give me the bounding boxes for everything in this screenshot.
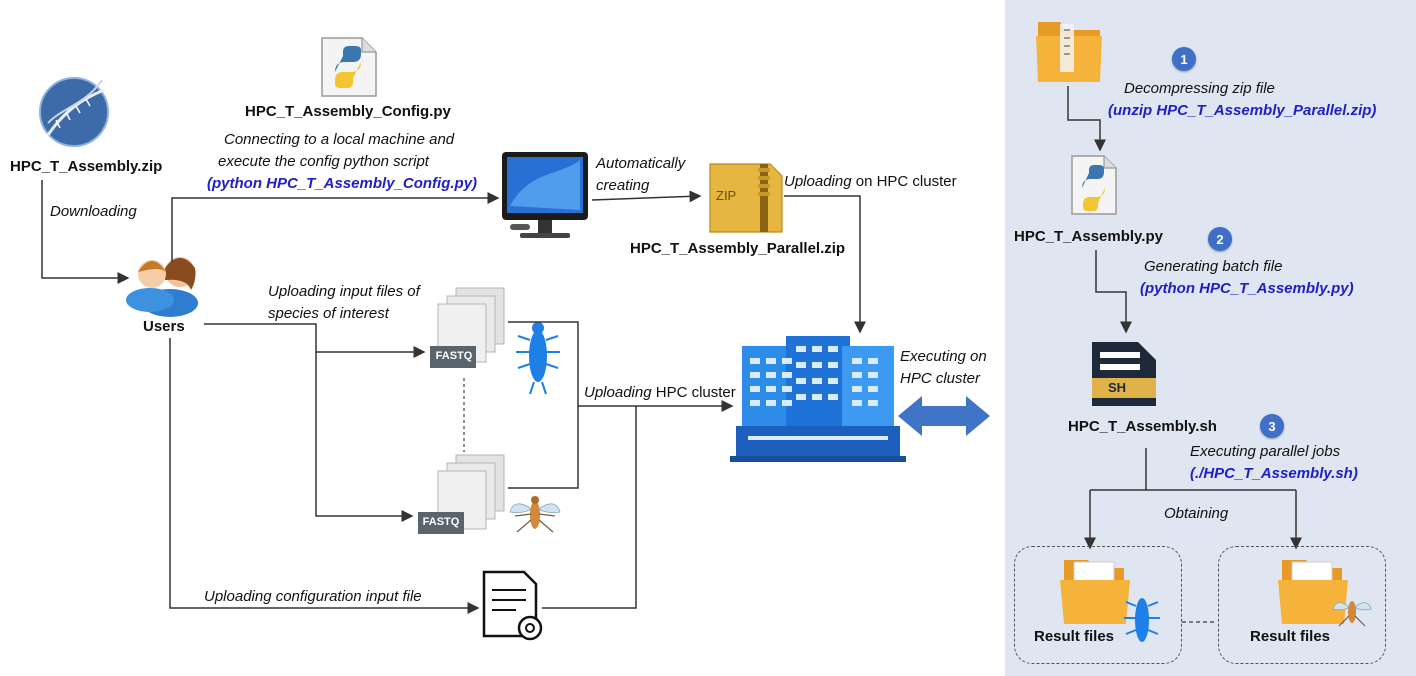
upload-hpc-rest: HPC cluster bbox=[655, 384, 736, 401]
fastq-badge-2: FASTQ bbox=[422, 516, 460, 528]
result-box-1 bbox=[1014, 546, 1182, 664]
decompress-label: Decompressing zip file bbox=[1124, 80, 1275, 97]
connect-label-line1: Connecting to a local machine and bbox=[224, 131, 455, 148]
step-badge-1: 1 bbox=[1172, 47, 1196, 71]
downloading-label: Downloading bbox=[50, 203, 137, 220]
upload-hpc-word: Uploading bbox=[584, 384, 652, 401]
step-badge-3: 3 bbox=[1260, 414, 1284, 438]
auto-label-line1: Automatically bbox=[596, 155, 686, 172]
zip-archive-icon bbox=[709, 163, 783, 233]
zip-folder-icon bbox=[1036, 22, 1102, 82]
python-script-icon bbox=[1071, 155, 1117, 215]
parallel-zip-label: HPC_T_Assembly_Parallel.zip bbox=[630, 240, 846, 257]
upload-hpc-label: Uploading HPC cluster bbox=[584, 384, 736, 401]
sh-file-label: HPC_T_Assembly.sh bbox=[1068, 418, 1217, 435]
zip-file-label: HPC_T_Assembly.zip bbox=[10, 158, 163, 175]
generating-label: Generating batch file bbox=[1144, 258, 1283, 275]
fastq-badge-1: FASTQ bbox=[435, 350, 473, 362]
upload-cluster-word: Uploading bbox=[784, 173, 852, 190]
config-file-label: HPC_T_Assembly_Config.py bbox=[245, 103, 451, 120]
hpc-cluster-icon bbox=[730, 336, 906, 462]
dna-globe-icon bbox=[39, 77, 109, 147]
mosquito-result-icon bbox=[1332, 601, 1372, 627]
step-badge-2: 2 bbox=[1208, 227, 1232, 251]
fastq-file-stack-2 bbox=[418, 454, 505, 534]
upload-input-line1: Uploading input files of bbox=[268, 283, 420, 300]
result-files-label-1: Result files bbox=[1034, 628, 1115, 645]
bidirectional-arrow-icon bbox=[898, 396, 990, 436]
computer-monitor-icon bbox=[502, 152, 588, 238]
sh-badge: SH bbox=[1108, 380, 1127, 395]
config-command: (python HPC_T_Assembly_Config.py) bbox=[207, 175, 478, 192]
result-box-2 bbox=[1218, 546, 1386, 664]
auto-label-line2: creating bbox=[596, 177, 650, 194]
blue-insect-result-icon bbox=[1124, 598, 1160, 642]
config-document-icon bbox=[482, 570, 543, 641]
executing-jobs-label: Executing parallel jobs bbox=[1190, 443, 1341, 460]
connect-label-line2: execute the config python script bbox=[218, 153, 429, 170]
upload-cluster-rest: on HPC cluster bbox=[855, 173, 957, 190]
executing-label-line1: Executing on bbox=[900, 348, 987, 365]
shell-script-icon bbox=[1092, 342, 1156, 406]
py-file-label: HPC_T_Assembly.py bbox=[1014, 228, 1163, 245]
executing-label-line2: HPC cluster bbox=[900, 370, 981, 387]
upload-cluster-label: Uploading on HPC cluster bbox=[784, 173, 957, 190]
obtaining-label: Obtaining bbox=[1164, 505, 1229, 522]
python-command: (python HPC_T_Assembly.py) bbox=[1140, 280, 1354, 297]
blue-insect-icon bbox=[516, 322, 560, 395]
zip-badge: ZIP bbox=[716, 188, 737, 203]
mosquito-icon bbox=[509, 496, 561, 533]
python-file-icon bbox=[321, 37, 377, 97]
users-icon bbox=[126, 257, 198, 317]
unzip-command: (unzip HPC_T_Assembly_Parallel.zip) bbox=[1108, 102, 1377, 119]
fastq-file-stack-1 bbox=[430, 287, 505, 368]
upload-config-label: Uploading configuration input file bbox=[204, 588, 422, 605]
result-files-label-2: Result files bbox=[1250, 628, 1331, 645]
sh-command: (./HPC_T_Assembly.sh) bbox=[1190, 465, 1358, 482]
result-folder-icon-1 bbox=[1060, 560, 1130, 624]
upload-input-line2: species of interest bbox=[268, 305, 389, 322]
users-label: Users bbox=[143, 318, 185, 335]
result-folder-icon-2 bbox=[1278, 560, 1348, 624]
